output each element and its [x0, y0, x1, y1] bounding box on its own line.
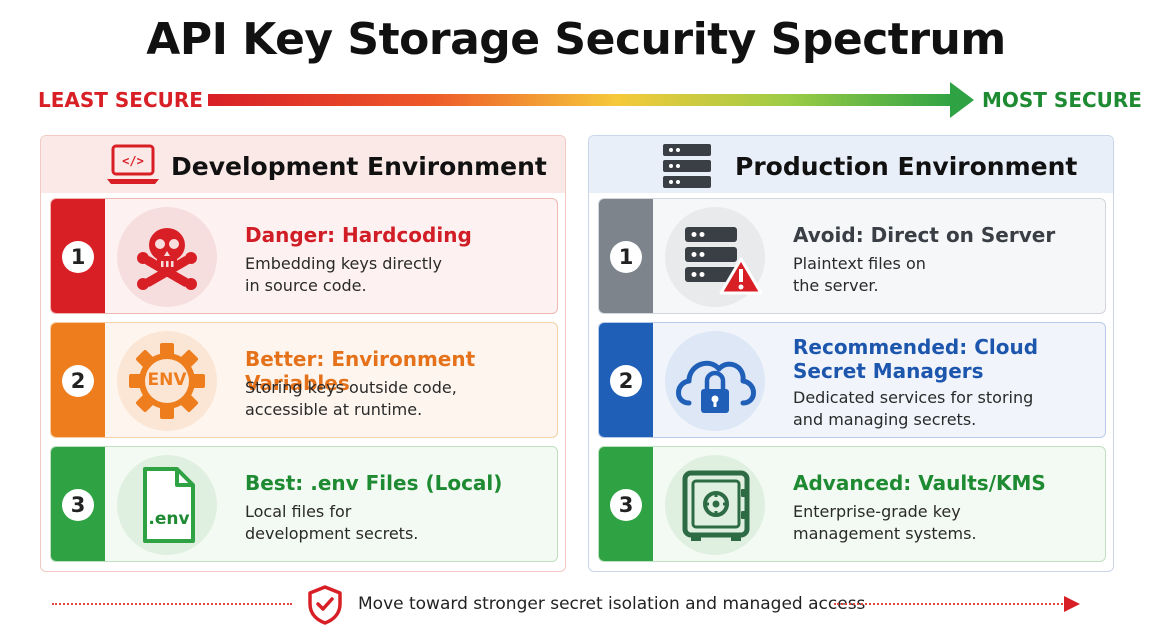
production-panel: Production Environment 1 Av [588, 135, 1114, 572]
security-spectrum: LEAST SECURE MOST SECURE [0, 80, 1152, 120]
env-file-icon: .env [117, 455, 217, 555]
production-panel-title: Production Environment [735, 152, 1078, 181]
shield-check-icon [306, 584, 344, 630]
cloud-lock-icon [665, 331, 765, 431]
card-description: Enterprise-grade key management systems. [793, 502, 977, 543]
spectrum-arrow-head-icon [950, 82, 974, 118]
footer-text: Move toward stronger secret isolation an… [358, 594, 866, 614]
env-gear-label: ENV [147, 370, 187, 390]
svg-text:</>: </> [122, 154, 144, 168]
footer-dotted-line-left [52, 603, 292, 605]
card-description: Storing keys outside code, accessible at… [245, 378, 457, 419]
prod-card-direct-on-server: 1 Avoid: Direct on Server Plaint [598, 198, 1106, 314]
most-secure-label: MOST SECURE [982, 88, 1142, 112]
development-panel-title: Development Environment [171, 152, 547, 181]
skull-crossbones-icon [117, 207, 217, 307]
spectrum-gradient-bar [208, 94, 952, 106]
step-number: 1 [62, 241, 94, 273]
server-warning-icon [665, 207, 765, 307]
server-rack-icon [659, 142, 715, 194]
development-panel-header: </> Development Environment [41, 136, 565, 193]
vault-safe-icon [665, 455, 765, 555]
card-description: Plaintext files on the server. [793, 254, 926, 295]
step-number: 3 [62, 489, 94, 521]
footer-banner: Move toward stronger secret isolation an… [0, 582, 1152, 626]
laptop-code-icon: </> [105, 142, 161, 192]
dev-card-env-variables: 2 ENV Better: Environment Variables [50, 322, 558, 438]
card-title: Better: Environment Variables [245, 347, 476, 395]
production-panel-header: Production Environment [589, 136, 1113, 193]
prod-card-vaults-kms: 3 Advanced: Vaults/KMS Enterprise-grade … [598, 446, 1106, 562]
card-title: Avoid: Direct on Server [793, 223, 1056, 247]
development-panel: </> Development Environment 1 [40, 135, 566, 572]
card-title: Danger: Hardcoding [245, 223, 472, 247]
step-number: 1 [610, 241, 642, 273]
step-number: 2 [62, 365, 94, 397]
card-description: Dedicated services for storing and manag… [793, 388, 1034, 429]
step-number: 3 [610, 489, 642, 521]
card-description: Local files for development secrets. [245, 502, 419, 543]
footer-dotted-line-right [834, 603, 1066, 605]
card-title: Recommended: Cloud Secret Managers [793, 335, 1039, 383]
env-file-label: .env [148, 509, 190, 529]
card-title: Advanced: Vaults/KMS [793, 471, 1046, 495]
footer-arrow-icon [1064, 596, 1080, 612]
least-secure-label: LEAST SECURE [38, 88, 203, 112]
env-gear-icon: ENV [117, 331, 217, 431]
step-number: 2 [610, 365, 642, 397]
dev-card-hardcoding: 1 Danger: Hardcoding Em [50, 198, 558, 314]
prod-card-cloud-secret-managers: 2 Recommended: Cloud Secret Managers Ded… [598, 322, 1106, 438]
card-title: Best: .env Files (Local) [245, 471, 503, 495]
page-title: API Key Storage Security Spectrum [146, 14, 1006, 65]
dev-card-env-files: 3 .env Best: .env Files (Local) Local fi… [50, 446, 558, 562]
card-description: Embedding keys directly in source code. [245, 254, 442, 295]
